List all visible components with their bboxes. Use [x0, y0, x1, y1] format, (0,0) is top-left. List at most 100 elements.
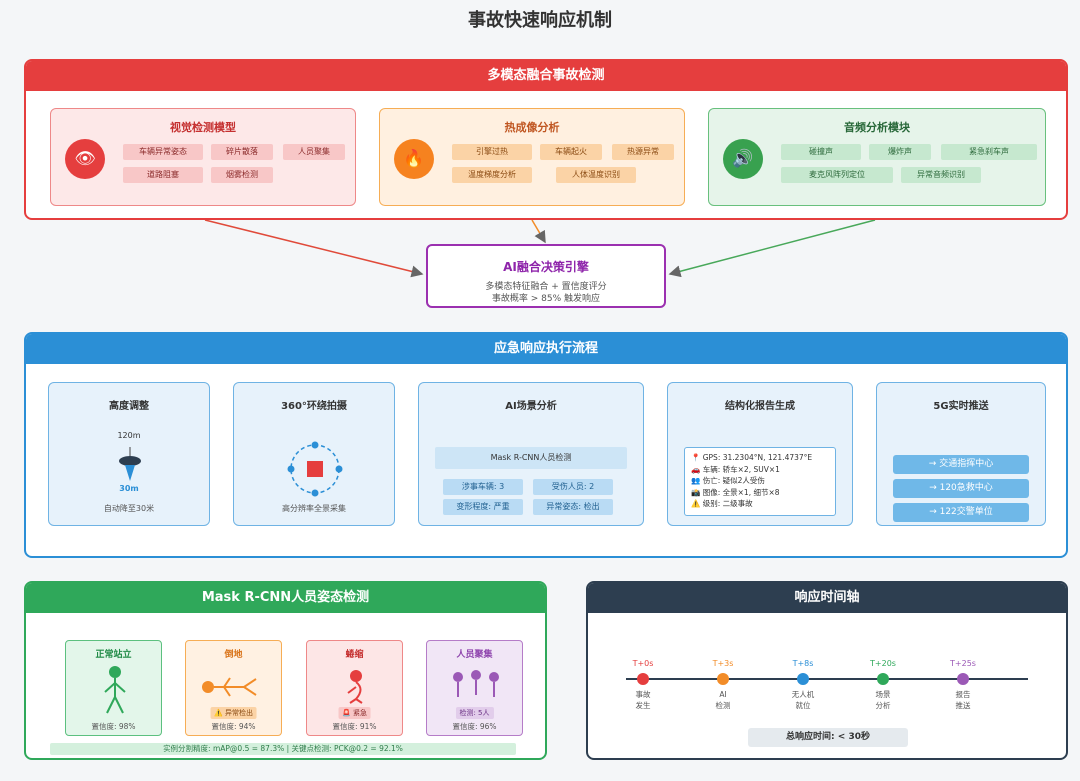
timeline-header: 响应时间轴 [588, 583, 1066, 613]
chip: 引擎过热 [452, 144, 532, 160]
arrow-audio-to-fusion [668, 219, 876, 278]
visual-module: 视觉检测模型 👁 车辆异常姿态 碎片散落 人员聚集 道路阻塞 烟雾检测 [50, 108, 356, 206]
analysis-title: AI场景分析 [505, 401, 557, 412]
standing-person-icon [104, 666, 126, 714]
chip: 温度梯度分析 [452, 167, 532, 183]
fallen-person-icon [202, 677, 257, 697]
pose-title: 蜷缩 [345, 650, 364, 660]
visual-module-title: 视觉检测模型 [170, 121, 236, 134]
timeline-dot [877, 673, 889, 685]
pose-metric: 实例分割精度: mAP@0.5 = 87.3% | 关键点检测: PCK@0.2… [50, 743, 516, 755]
timeline-caption-line: 就位 [795, 701, 811, 710]
analysis-box: 变形程度: 严重 [443, 499, 523, 515]
report-title: 结构化报告生成 [725, 401, 795, 412]
pose-confidence: 置信度: 96% [452, 722, 497, 731]
altitude-to: 30m [119, 484, 139, 493]
timeline-caption-line: 无人机 [791, 690, 815, 699]
arrow-visual-to-fusion [204, 219, 424, 278]
page-title: 事故快速响应机制 [468, 10, 612, 31]
drone-descend-icon [119, 447, 141, 481]
pose-header: Mask R-CNN人员姿态检测 [26, 583, 545, 613]
timeline-time: T+3s [712, 659, 734, 668]
thermal-module-title: 热成像分析 [504, 121, 560, 134]
timeline-caption-line: 检测 [715, 701, 731, 710]
report-line: 📸 图像: 全景×1, 细节×8 [691, 487, 780, 497]
timeline-caption-line: 场景 [875, 690, 891, 699]
pose-card-crowd: 人员聚集 检测: 5人 置信度: 96% [426, 640, 523, 736]
orbit-step: 360°环绕拍摄 高分辨率全景采集 [233, 382, 395, 526]
chip: 紧急刹车声 [941, 144, 1037, 160]
arrow-thermal-to-fusion [531, 219, 546, 244]
timeline-caption-line: 报告 [955, 690, 971, 699]
timeline-caption: 场景分析 [863, 689, 903, 711]
pose-tag: 检测: 5人 [455, 707, 494, 719]
report-line: 📍 GPS: 31.2304°N, 121.4737°E [691, 453, 813, 462]
chip: 人员聚集 [283, 144, 345, 160]
chip: 车辆起火 [540, 144, 602, 160]
push-title: 5G实时推送 [933, 401, 989, 412]
timeline-caption-line: 分析 [875, 701, 891, 710]
push-target: → 120急救中心 [893, 479, 1029, 498]
report-line: 👥 伤亡: 疑似2人受伤 [691, 476, 765, 485]
timeline-dot [637, 673, 649, 685]
audio-module-title: 音频分析模块 [844, 121, 910, 134]
pose-title: 人员聚集 [456, 650, 493, 660]
pose-card-curled: 蜷缩 🚨 紧急 置信度: 91% [306, 640, 403, 736]
timeline-caption: 事故发生 [623, 689, 663, 711]
timeline-time: T+0s [632, 659, 654, 668]
timeline-time: T+25s [950, 659, 976, 668]
pose-confidence: 置信度: 91% [332, 722, 377, 731]
chip: 热源异常 [612, 144, 674, 160]
timeline-caption-line: 事故 [635, 690, 651, 699]
report-step: 结构化报告生成 📍 GPS: 31.2304°N, 121.4737°E 🚗 车… [667, 382, 853, 526]
pose-confidence: 置信度: 98% [91, 722, 136, 731]
total-response-time: 总响应时间: < 30秒 [748, 728, 908, 747]
chip: 道路阻塞 [123, 167, 203, 183]
fusion-line2: 事故概率 > 85% 触发响应 [491, 294, 601, 304]
timeline-time: T+8s [792, 659, 814, 668]
timeline-dot [717, 673, 729, 685]
detection-section: 多模态融合事故检测 视觉检测模型 👁 车辆异常姿态 碎片散落 人员聚集 道路阻塞… [24, 59, 1068, 220]
response-section: 应急响应执行流程 高度调整 120m 30m 自动降至30米 360°环绕拍摄 … [24, 332, 1068, 558]
chip: 人体温度识别 [556, 167, 636, 183]
thermal-module: 热成像分析 🔥 引擎过热 车辆起火 热源异常 温度梯度分析 人体温度识别 [379, 108, 685, 206]
pose-confidence: 置信度: 94% [211, 722, 256, 731]
fusion-engine: AI融合决策引擎 多模态特征融合 + 置信度评分 事故概率 > 85% 触发响应 [426, 244, 666, 308]
timeline-dot [957, 673, 969, 685]
orbit-capture-icon [287, 441, 343, 497]
analysis-step: AI场景分析 Mask R-CNN人员检测 涉事车辆: 3 受伤人员: 2 变形… [418, 382, 644, 526]
altitude-title: 高度调整 [109, 401, 149, 412]
pose-title: 正常站立 [95, 650, 132, 660]
pose-tag: 🚨 紧急 [338, 707, 371, 719]
pose-section: Mask R-CNN人员姿态检测 正常站立 置信度: 98% 倒地 ⚠️ 异常检… [24, 581, 547, 760]
fusion-line1: 多模态特征融合 + 置信度评分 [485, 282, 607, 292]
speaker-icon: 🔊 [723, 139, 763, 179]
push-target: → 122交警单位 [893, 503, 1029, 522]
chip: 碎片散落 [211, 144, 273, 160]
timeline-caption: 报告推送 [943, 689, 983, 711]
analysis-box: 异常姿态: 检出 [533, 499, 613, 515]
timeline-caption-line: 推送 [955, 701, 971, 710]
report-line: 🚗 车辆: 轿车×2, SUV×1 [691, 464, 780, 474]
curled-person-icon [347, 670, 363, 704]
pose-card-fallen: 倒地 ⚠️ 异常检出 置信度: 94% [185, 640, 282, 736]
orbit-title: 360°环绕拍摄 [281, 401, 347, 412]
detection-header: 多模态融合事故检测 [26, 61, 1066, 91]
altitude-from: 120m [117, 431, 141, 440]
chip: 碰撞声 [781, 144, 861, 160]
timeline-dot [797, 673, 809, 685]
timeline-caption-line: AI [719, 690, 727, 699]
chip: 异常音频识别 [901, 167, 981, 183]
report-line: ⚠️ 级别: 二级事故 [691, 499, 753, 508]
analysis-model: Mask R-CNN人员检测 [435, 447, 627, 469]
audio-module: 音频分析模块 🔊 碰撞声 爆炸声 紧急刹车声 麦克风阵列定位 异常音频识别 [708, 108, 1046, 206]
fusion-title: AI融合决策引擎 [503, 260, 589, 274]
report-card: 📍 GPS: 31.2304°N, 121.4737°E 🚗 车辆: 轿车×2,… [684, 447, 836, 516]
timeline-time: T+20s [870, 659, 896, 668]
crowd-icon [453, 670, 499, 697]
chip: 烟雾检测 [211, 167, 273, 183]
altitude-step: 高度调整 120m 30m 自动降至30米 [48, 382, 210, 526]
chip: 车辆异常姿态 [123, 144, 203, 160]
